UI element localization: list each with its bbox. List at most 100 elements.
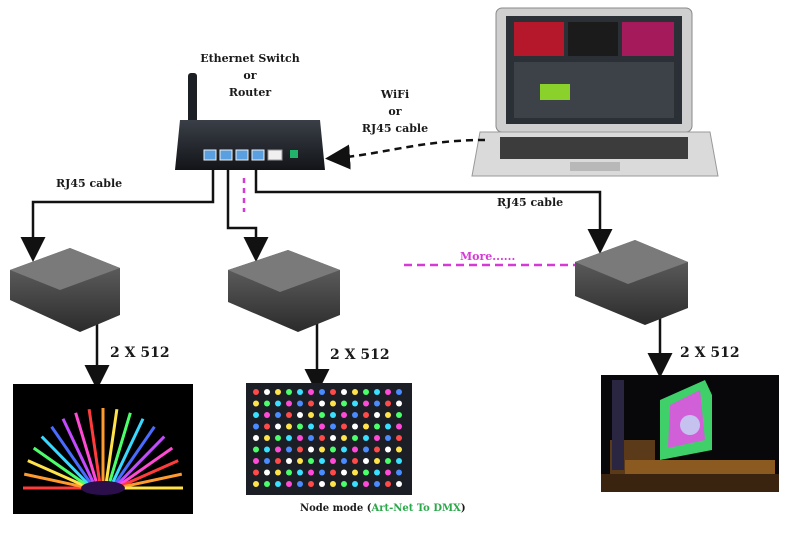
led-dot xyxy=(385,481,391,487)
led-dot xyxy=(286,458,292,464)
led-dot xyxy=(253,458,259,464)
led-dot xyxy=(253,412,259,418)
led-dot xyxy=(297,446,303,453)
led-dot xyxy=(286,481,292,487)
led-dot xyxy=(341,423,347,430)
led-dot xyxy=(319,435,325,441)
led-dot xyxy=(286,469,292,476)
led-dot xyxy=(264,458,270,464)
dmx-node-icon xyxy=(10,248,120,332)
led-dot xyxy=(308,400,314,407)
building-display-photo xyxy=(601,375,779,492)
led-dot xyxy=(363,469,369,476)
led-dot xyxy=(374,412,380,418)
led-dot xyxy=(385,458,391,464)
led-dot xyxy=(396,469,402,476)
led-dot xyxy=(286,400,292,407)
more-label: More...... xyxy=(460,250,516,263)
led-dot xyxy=(264,481,270,487)
led-dot xyxy=(264,423,270,430)
led-dot xyxy=(264,400,270,407)
led-dot xyxy=(253,435,259,441)
led-dot xyxy=(308,412,314,418)
led-dot xyxy=(374,481,380,487)
led-dot xyxy=(341,481,347,487)
led-dot xyxy=(319,423,325,430)
led-dot xyxy=(308,458,314,464)
router-icon xyxy=(175,73,325,170)
led-dot xyxy=(319,389,325,395)
led-dot xyxy=(396,423,402,430)
led-dot xyxy=(363,389,369,395)
led-dot xyxy=(385,412,391,418)
led-dot xyxy=(297,435,303,441)
led-dot xyxy=(341,446,347,453)
led-dot xyxy=(385,435,391,441)
led-dot xyxy=(385,446,391,453)
led-dot xyxy=(352,481,358,487)
led-dot xyxy=(330,481,336,487)
led-dot xyxy=(275,458,281,464)
led-dot xyxy=(297,389,303,395)
led-dot xyxy=(319,481,325,487)
node-mode-accent: Art-Net To DMX xyxy=(371,503,461,514)
led-dot xyxy=(275,412,281,418)
led-dot xyxy=(341,469,347,476)
led-dot xyxy=(341,458,347,464)
led-dot xyxy=(275,446,281,453)
led-dot xyxy=(374,423,380,430)
led-dot xyxy=(363,435,369,441)
router-title: Ethernet Switch or Router xyxy=(195,50,305,101)
led-dot xyxy=(352,469,358,476)
led-ray xyxy=(114,425,156,484)
led-dot xyxy=(363,446,369,453)
node-1-channels: 2 X 512 xyxy=(110,345,170,361)
rj45-cable-label-right: RJ45 cable xyxy=(497,196,564,209)
led-dot xyxy=(319,400,325,407)
cable-to-node-3 xyxy=(254,170,613,254)
led-dot xyxy=(341,400,347,407)
led-dot xyxy=(374,400,380,407)
dmx-node-icon xyxy=(228,250,340,332)
led-dot xyxy=(330,469,336,476)
led-dot xyxy=(363,458,369,464)
led-ray xyxy=(23,472,84,489)
led-dot xyxy=(330,446,336,453)
led-dot xyxy=(352,458,358,464)
led-dot xyxy=(319,412,325,418)
led-dot xyxy=(341,412,347,418)
led-dot xyxy=(352,412,358,418)
led-dot xyxy=(264,412,270,418)
led-dot xyxy=(264,469,270,476)
led-dot xyxy=(253,469,259,476)
router-title-line1: Ethernet Switch xyxy=(200,52,300,65)
led-ray xyxy=(32,446,87,486)
led-dot xyxy=(363,400,369,407)
led-dot xyxy=(352,446,358,453)
led-ray xyxy=(50,425,92,484)
led-dot xyxy=(396,400,402,407)
led-dot xyxy=(308,446,314,453)
led-dot xyxy=(330,412,336,418)
led-ray xyxy=(74,412,98,482)
node-mode-suffix: ) xyxy=(460,503,466,514)
led-ray xyxy=(111,418,145,483)
led-ray xyxy=(108,412,132,482)
led-ray xyxy=(119,446,174,486)
node-3-channels: 2 X 512 xyxy=(680,345,740,361)
led-dot xyxy=(385,469,391,476)
led-dot xyxy=(264,435,270,441)
led-dot xyxy=(253,400,259,407)
led-dot xyxy=(297,481,303,487)
led-dot xyxy=(363,481,369,487)
led-dot xyxy=(308,435,314,441)
led-ray xyxy=(40,435,89,485)
led-dot xyxy=(374,469,380,476)
node-mode-prefix: Node mode ( xyxy=(300,503,372,514)
wifi-label-line2: or xyxy=(388,105,402,118)
led-dot xyxy=(297,400,303,407)
led-dot xyxy=(253,481,259,487)
led-dot xyxy=(319,446,325,453)
router-title-line3: Router xyxy=(228,86,272,99)
led-dot xyxy=(275,435,281,441)
